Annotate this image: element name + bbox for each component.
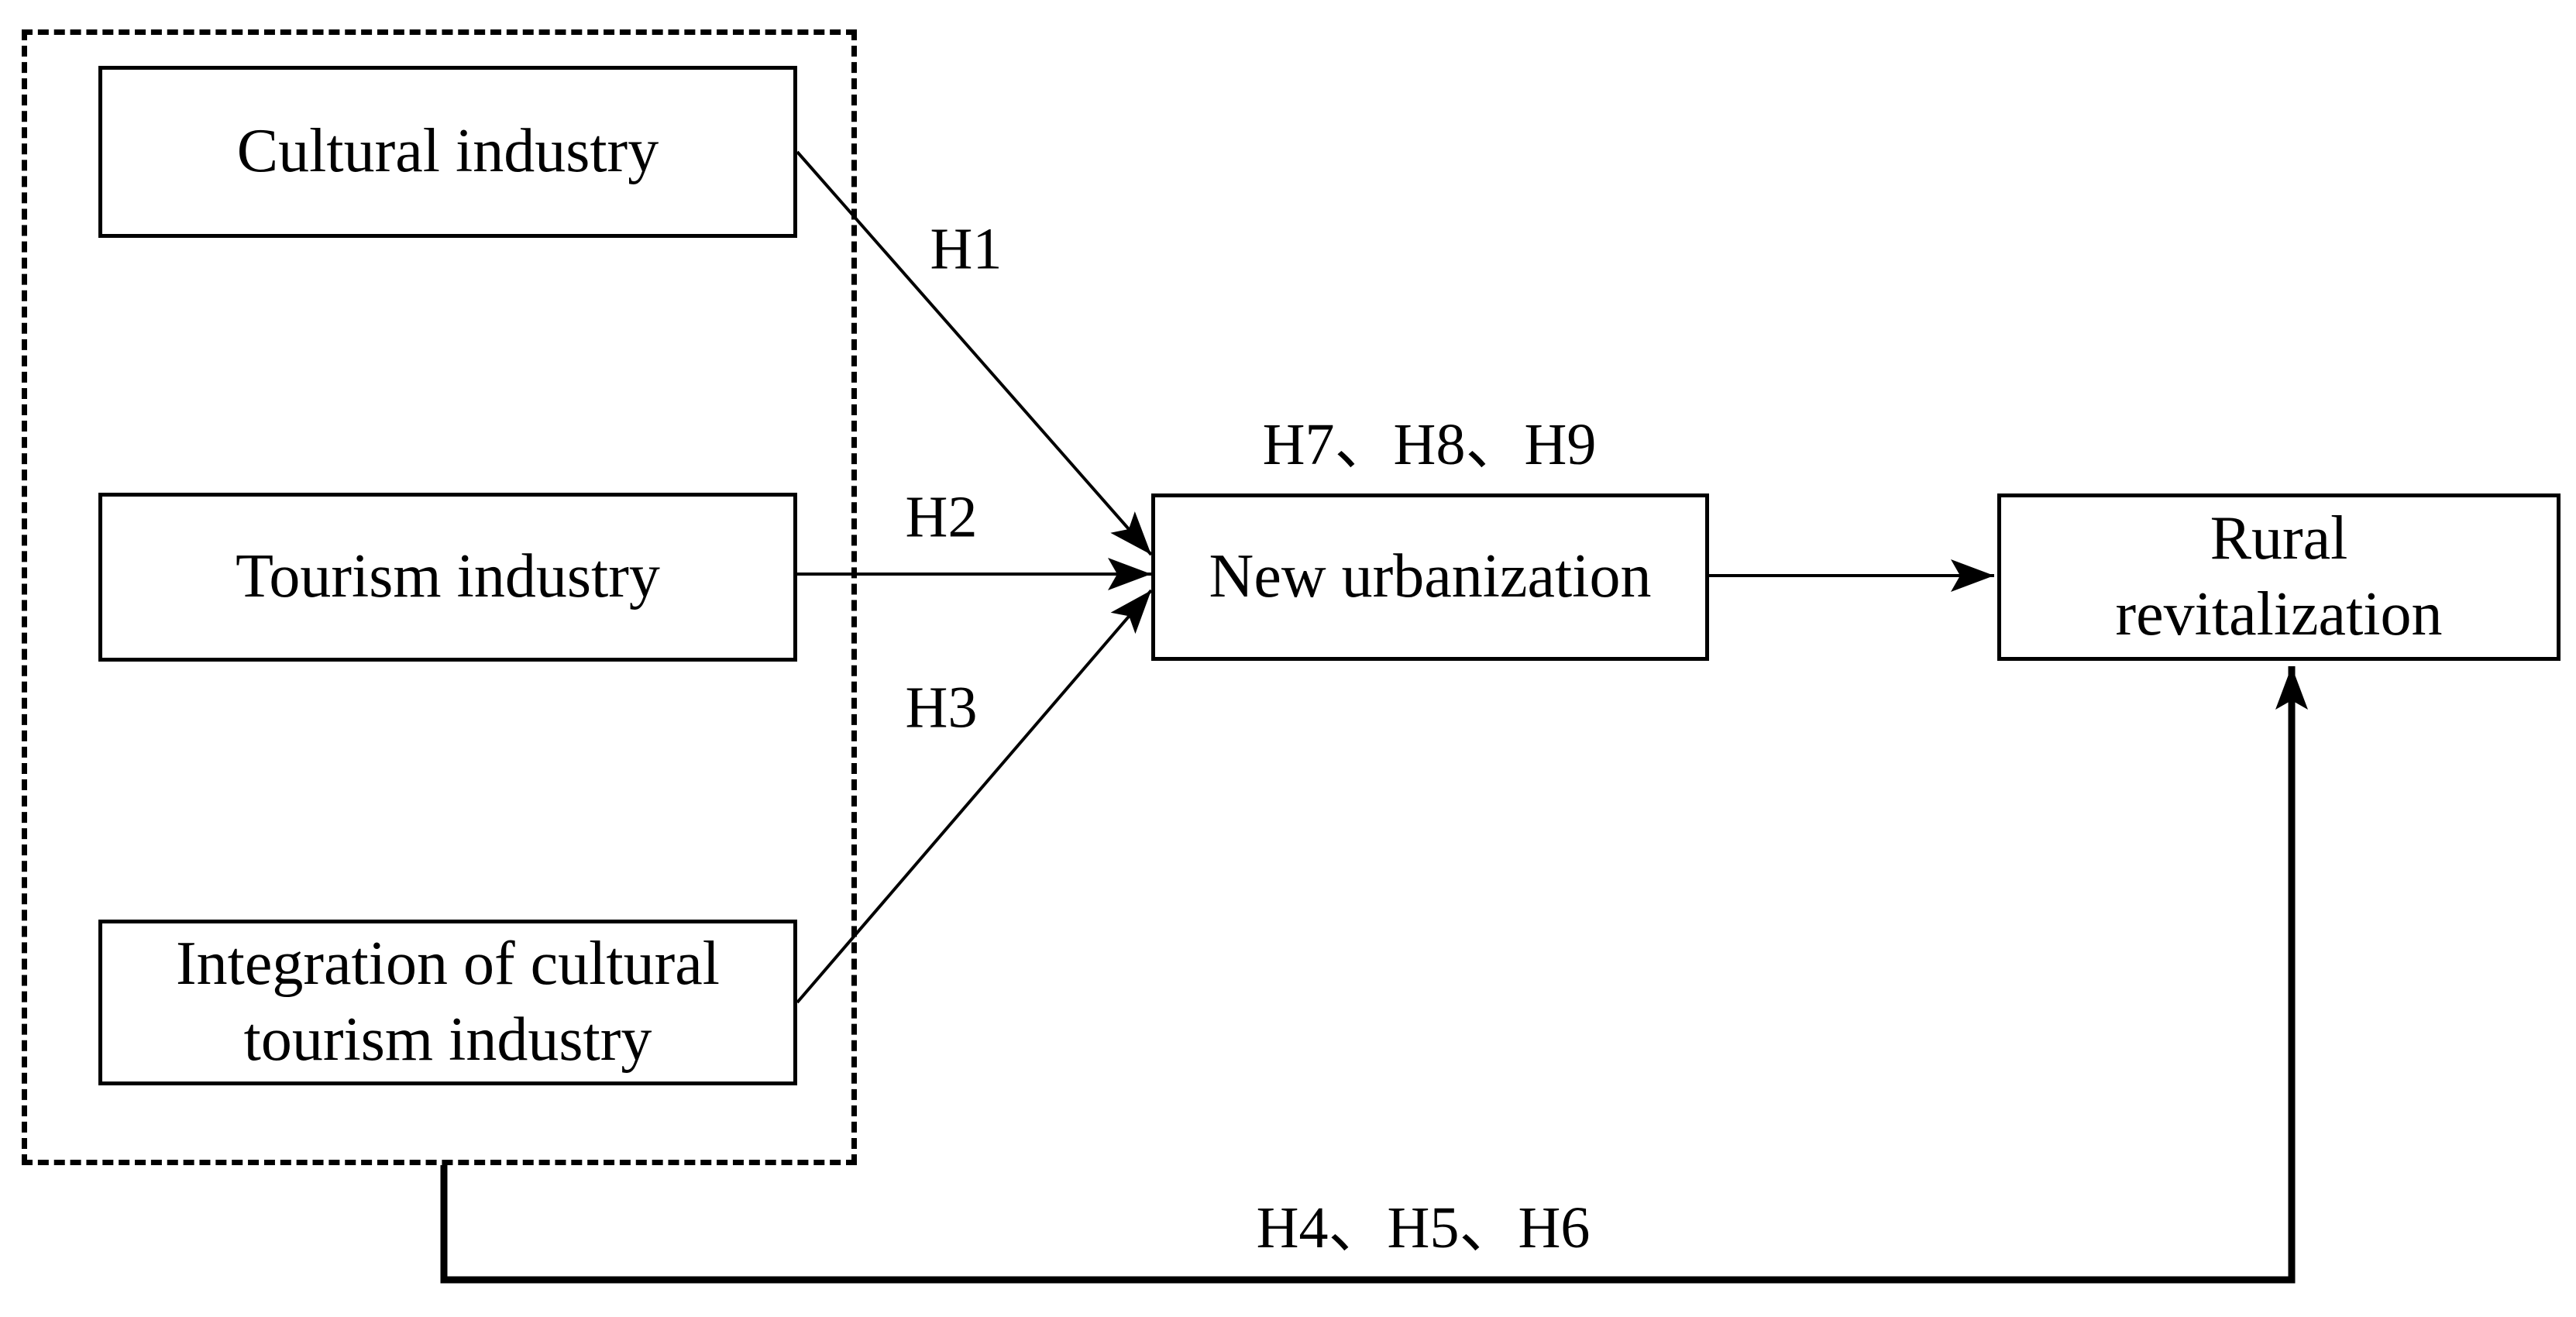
- edge-label-h4-h5-h6: H4、H5、H6: [1256, 1195, 1591, 1260]
- edge-label-h2: H2: [905, 484, 978, 550]
- node-integration-cultural-tourism: Integration of cultural tourism industry: [98, 920, 797, 1085]
- node-cultural-industry: Cultural industry: [98, 66, 797, 238]
- edge-label-h1: H1: [930, 216, 1003, 282]
- edge-h1-arrow: [796, 150, 1153, 556]
- node-label: Rural revitalization: [2115, 504, 2443, 648]
- node-tourism-industry: Tourism industry: [98, 493, 797, 662]
- node-label: Cultural industry: [236, 117, 659, 186]
- edge-label-h3: H3: [905, 675, 978, 741]
- edge-label-h7-h8-h9: H7、H8、H9: [1262, 412, 1597, 477]
- node-label: Tourism industry: [236, 542, 660, 611]
- node-label: New urbanization: [1209, 542, 1652, 611]
- edge-h3-arrow: [796, 589, 1153, 1004]
- node-label: Integration of cultural tourism industry: [176, 930, 720, 1074]
- node-new-urbanization: New urbanization: [1151, 493, 1709, 661]
- cultural-tourism-group-frame: [22, 29, 857, 1165]
- node-rural-revitalization: Rural revitalization: [1997, 493, 2561, 661]
- edge-h4h5h6-elbow-arrow: [440, 666, 2308, 1284]
